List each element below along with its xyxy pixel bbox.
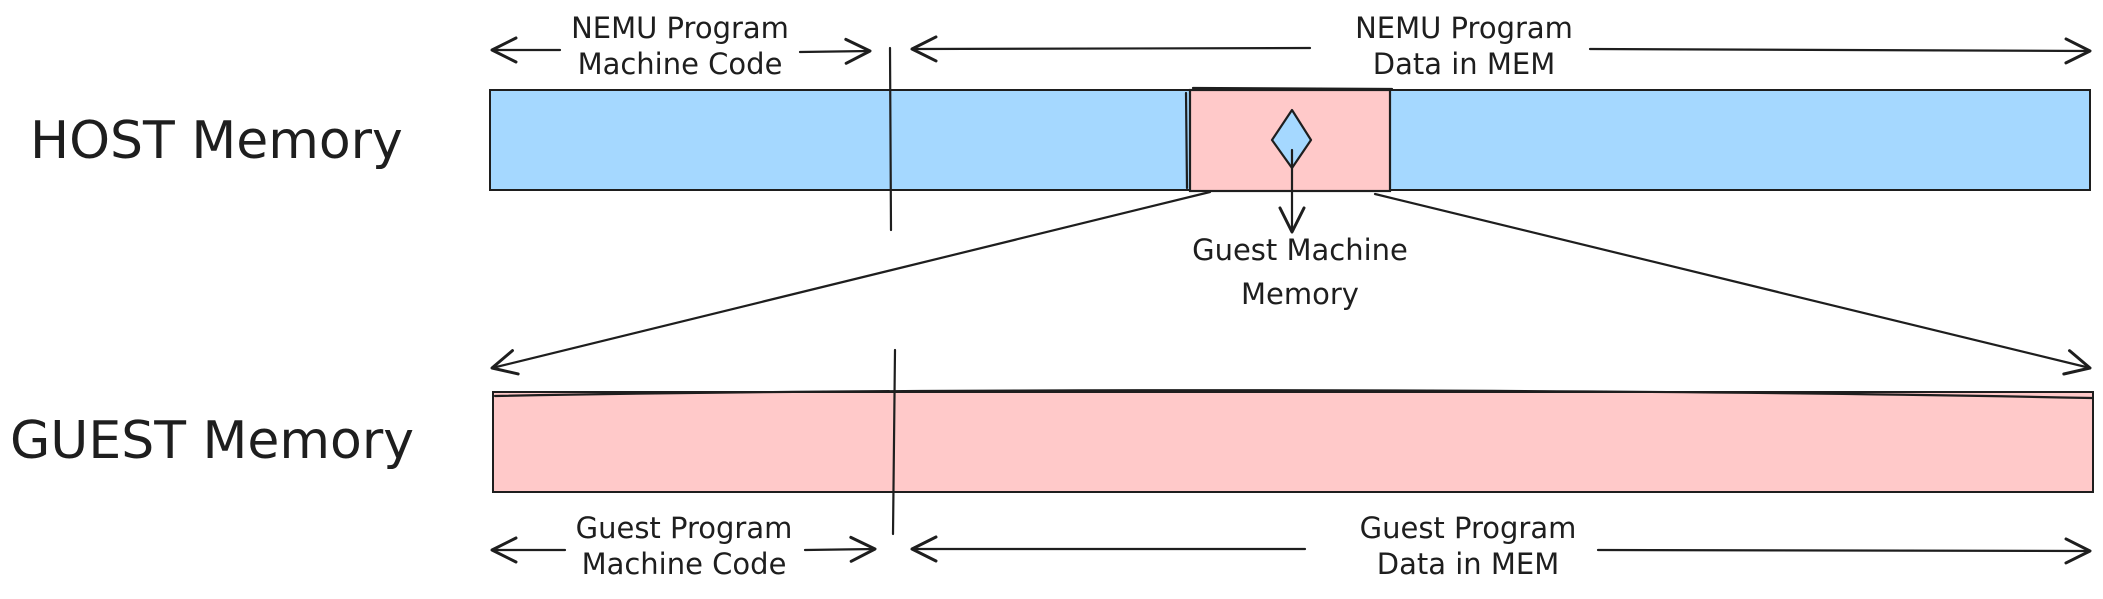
nemu-code-caption-line2: Machine Code: [578, 47, 783, 81]
nemu-data-right-arrow: [1588, 37, 2092, 65]
guest-divider-line: [891, 348, 897, 536]
guest-memory-bar: [492, 391, 2094, 493]
mapping-line-right: [1373, 192, 2092, 376]
guest-code-caption-line1: Guest Program: [576, 511, 793, 545]
guest-data-caption-line2: Data in MEM: [1377, 547, 1559, 581]
guest-machine-caption-line2: Memory: [1241, 277, 1359, 311]
guest-memory-label: GUEST Memory: [10, 411, 414, 471]
nemu-code-caption-line1: NEMU Program: [571, 11, 789, 45]
host-divider-line: [888, 46, 893, 232]
guest-machine-caption-line1: Guest Machine: [1192, 233, 1408, 267]
guest-data-right-arrow: [1596, 537, 2092, 565]
nemu-data-caption-line1: NEMU Program: [1355, 11, 1573, 45]
guest-code-caption-line2: Machine Code: [582, 547, 787, 581]
nemu-code-right-arrow: [798, 37, 872, 65]
guest-bar-sketch-stroke: [493, 389, 2094, 400]
host-memory-label: HOST Memory: [30, 111, 403, 171]
guest-data-caption-line1: Guest Program: [1360, 511, 1577, 545]
nemu-data-left-arrow: [910, 35, 1312, 63]
mapping-line-left: [490, 190, 1212, 376]
guest-machine-region-sketch-stroke: [1184, 86, 1394, 190]
guest-code-right-arrow: [803, 535, 877, 563]
nemu-data-caption-line2: Data in MEM: [1373, 47, 1555, 81]
